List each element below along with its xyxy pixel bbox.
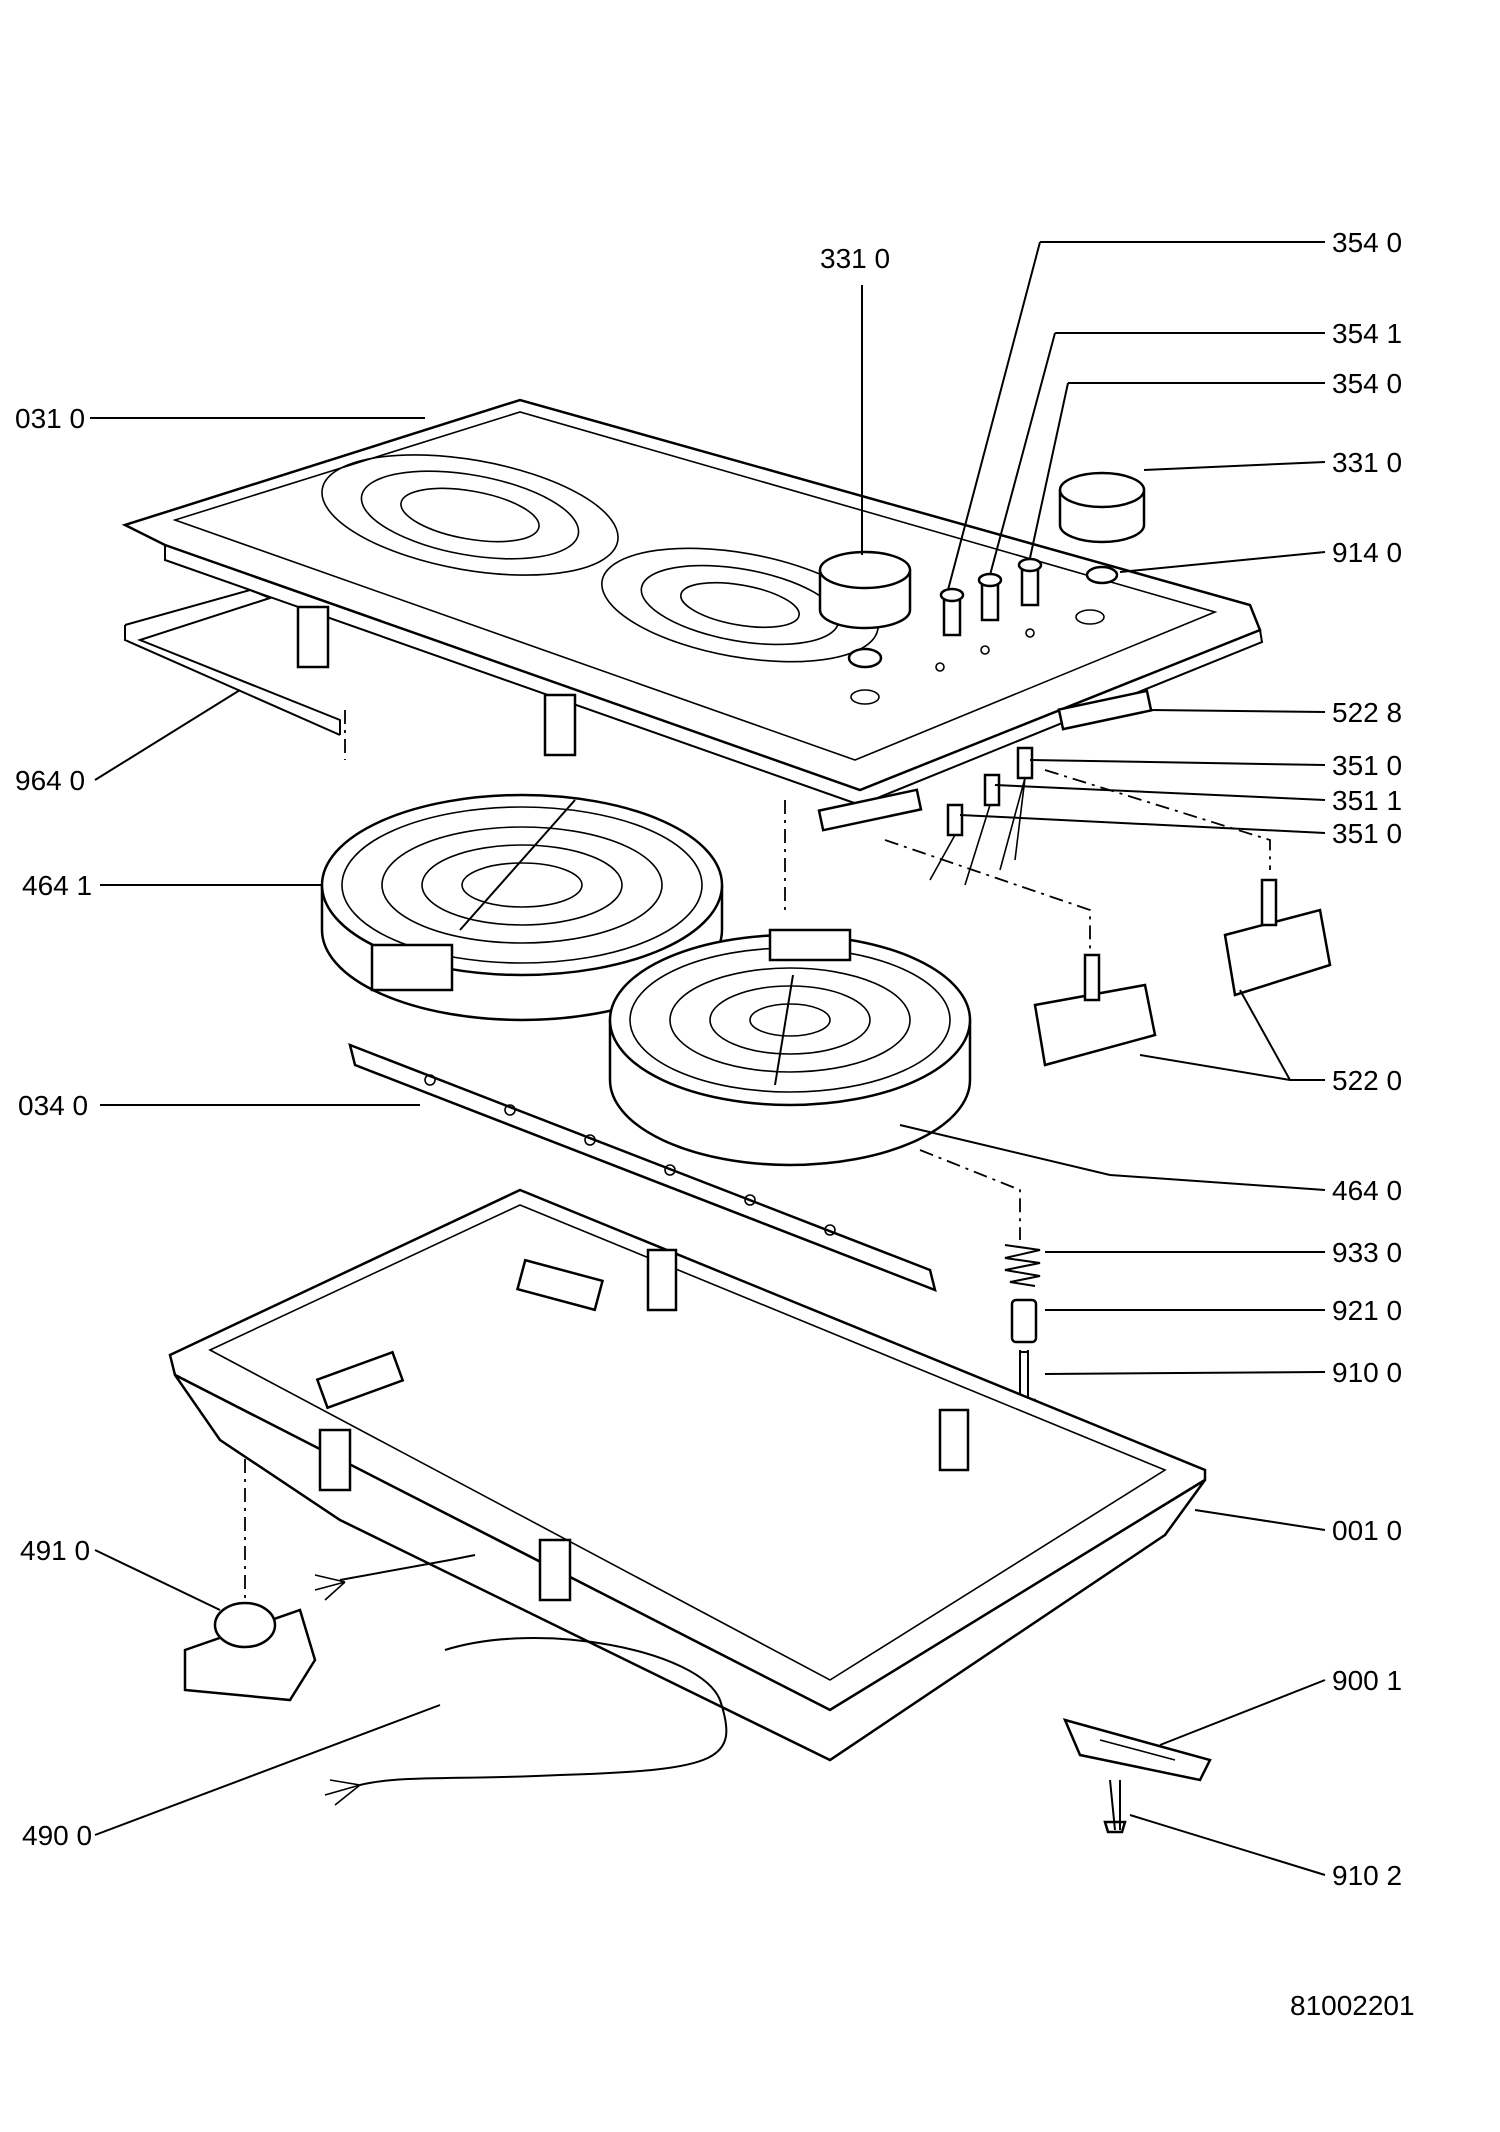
callout-labels: 031 0 331 0 354 0 354 1 354 0 331 0 914 …	[15, 227, 1415, 2021]
power-cord	[314, 1554, 728, 1806]
wire-connectors	[929, 746, 1034, 886]
callout-900-1: 900 1	[1332, 1665, 1402, 1696]
callout-921-0: 921 0	[1332, 1295, 1402, 1326]
callout-910-2: 910 2	[1332, 1860, 1402, 1891]
callout-354-1: 354 1	[1332, 318, 1402, 349]
gasket-frame	[124, 588, 341, 736]
indicator-lamps	[939, 557, 1043, 637]
glass-cooktop-plate	[121, 398, 1264, 832]
bottom-housing-tray	[168, 1188, 1207, 1762]
callout-034-0: 034 0	[18, 1090, 88, 1121]
control-knob-right	[1058, 471, 1146, 585]
radiant-heater-left	[320, 793, 724, 1022]
callout-491-0: 491 0	[20, 1535, 90, 1566]
spring	[1004, 1244, 1041, 1287]
screw-910-2	[1103, 1779, 1127, 1834]
radiant-heater-right	[608, 928, 972, 1167]
callout-914-0: 914 0	[1332, 537, 1402, 568]
callout-464-1: 464 1	[22, 870, 92, 901]
callout-464-0: 464 0	[1332, 1175, 1402, 1206]
callout-331-0-top: 331 0	[820, 243, 890, 274]
callout-354-0-b: 354 0	[1332, 368, 1402, 399]
callout-351-0-a: 351 0	[1332, 750, 1402, 781]
callout-351-1: 351 1	[1332, 785, 1402, 816]
fixing-clip	[1062, 1718, 1212, 1782]
callout-522-8: 522 8	[1332, 697, 1402, 728]
callout-031-0: 031 0	[15, 403, 85, 434]
callout-001-0: 001 0	[1332, 1515, 1402, 1546]
callout-522-0: 522 0	[1332, 1065, 1402, 1096]
callout-331-0-right: 331 0	[1332, 447, 1402, 478]
energy-regulator-left	[1033, 953, 1157, 1067]
control-knob-left	[818, 550, 912, 669]
callout-933-0: 933 0	[1332, 1237, 1402, 1268]
energy-regulator-right	[1223, 878, 1332, 997]
callout-910-0: 910 0	[1332, 1357, 1402, 1388]
callout-964-0: 964 0	[15, 765, 85, 796]
terminal-block	[183, 1601, 317, 1702]
assembly-guide-lines	[244, 710, 1271, 1600]
callout-351-0-b: 351 0	[1332, 818, 1402, 849]
drawing-number: 81002201	[1290, 1990, 1415, 2021]
callout-354-0-a: 354 0	[1332, 227, 1402, 258]
leader-lines	[90, 241, 1326, 1876]
support-bar	[348, 1042, 937, 1293]
callout-490-0: 490 0	[22, 1820, 92, 1851]
spacer-sleeve	[1010, 1298, 1038, 1344]
